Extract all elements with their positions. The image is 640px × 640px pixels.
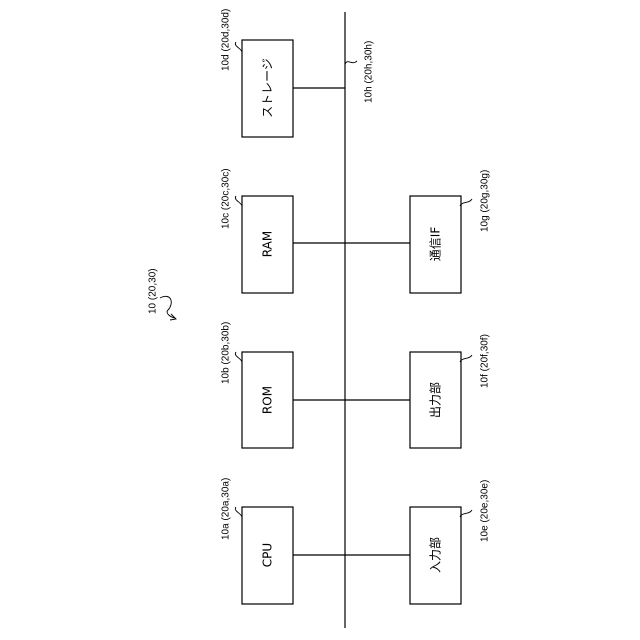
ram-leader (235, 196, 242, 206)
storage-label: ストレージ (261, 58, 275, 118)
input-leader (460, 510, 472, 517)
cpu-ref: 10a (20a,30a) (221, 478, 232, 540)
output-leader (460, 355, 472, 362)
rom-label: ROM (261, 386, 275, 414)
output-ref: 10f (20f,30f) (480, 334, 491, 388)
ram-ref: 10c (20c,30c) (221, 168, 232, 229)
rom-ref: 10b (20b,30b) (221, 322, 232, 384)
storage-leader (235, 42, 242, 52)
system-ref: 10 (20,30) (148, 268, 159, 314)
comm-if-leader (460, 199, 472, 206)
bus-ref: 10h (20h,30h) (364, 41, 375, 103)
system-arrow-curve (160, 296, 175, 318)
ram-label: RAM (261, 231, 275, 257)
comm-if-label: 通信IF (429, 227, 443, 262)
cpu-label: CPU (261, 543, 275, 567)
bus-leader (345, 61, 357, 64)
output-label: 出力部 (428, 382, 443, 418)
comm-if-ref: 10g (20g,30g) (480, 170, 491, 232)
storage-ref: 10d (20d,30d) (221, 9, 232, 71)
input-label: 入力部 (428, 537, 443, 573)
rom-leader (235, 352, 242, 362)
cpu-leader (235, 507, 242, 517)
input-ref: 10e (20e,30e) (480, 480, 491, 542)
